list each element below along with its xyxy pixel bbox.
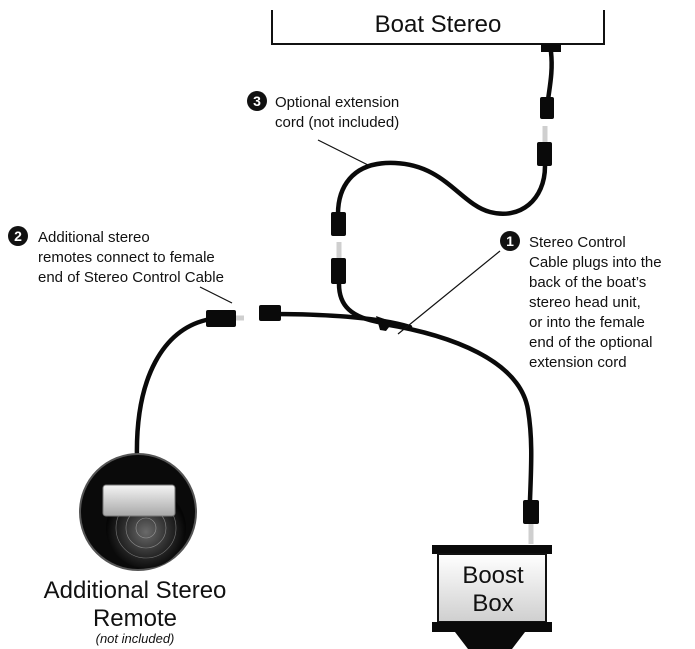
callout-3-badge xyxy=(247,91,267,111)
callout-3-line: Optional extension xyxy=(275,94,399,111)
boost-box-bottom-rail xyxy=(432,622,552,632)
callout-2-line: end of Stereo Control Cable xyxy=(38,269,224,286)
boost-box: Boost Box xyxy=(432,545,552,649)
boost-box-body xyxy=(437,553,547,623)
extension-cord-male-end xyxy=(331,212,346,236)
extension-cord xyxy=(331,142,552,258)
control-cable-male-end xyxy=(331,258,346,284)
stereo-port xyxy=(541,44,561,52)
callout-2-leader xyxy=(199,286,233,304)
boost-box-top-rail xyxy=(432,545,552,554)
stereo-pigtail-connector xyxy=(540,97,554,119)
remote-cable xyxy=(134,310,244,462)
callout-1-badge xyxy=(500,231,520,251)
callout-1-line: extension cord xyxy=(529,354,627,371)
callout-2: 2 Additional stereo remotes connect to f… xyxy=(8,226,233,304)
remote-display xyxy=(102,484,176,517)
callout-1-line: Stereo Control xyxy=(529,234,626,251)
stereo-pigtail-cable xyxy=(545,49,554,103)
boost-box-label-line2: Box xyxy=(472,590,513,617)
boost-box-base xyxy=(455,632,525,649)
callout-1-line: stereo head unit, xyxy=(529,294,641,311)
boat-stereo: Boat Stereo xyxy=(271,10,605,52)
callout-2-line: Additional stereo xyxy=(38,229,150,246)
callout-1-line: or into the female xyxy=(529,314,645,331)
callout-3-leader xyxy=(317,139,371,167)
control-cable-trunk xyxy=(381,321,534,503)
boat-stereo-outline xyxy=(271,10,605,45)
callout-2-line: remotes connect to female xyxy=(38,249,215,266)
remote-cable-connector xyxy=(206,310,236,327)
control-cable-side-branch xyxy=(266,311,413,330)
callout-1-number: 1 xyxy=(506,233,514,249)
control-cable-female-end xyxy=(259,305,281,321)
stereo-control-cable xyxy=(259,258,539,544)
callout-3-number: 3 xyxy=(253,93,261,109)
callout-3: 3 Optional extension cord (not included) xyxy=(247,91,399,167)
extension-cord-cable xyxy=(335,160,548,217)
remote-cable-wire xyxy=(134,317,209,462)
callout-1-line: back of the boat’s xyxy=(529,274,646,291)
stereo-remote: Additional Stereo Remote (not included) xyxy=(44,453,227,646)
remote-label-line2: Remote xyxy=(93,605,177,632)
callout-3-line: cord (not included) xyxy=(275,114,399,131)
callout-2-number: 2 xyxy=(14,228,22,244)
callout-2-badge xyxy=(8,226,28,246)
boost-box-label-line1: Boost xyxy=(462,562,524,589)
callout-1-line: Cable plugs into the xyxy=(529,254,662,271)
callout-1-line: end of the optional xyxy=(529,334,652,351)
remote-label-line1: Additional Stereo xyxy=(44,577,227,604)
boost-box-connector xyxy=(523,500,539,524)
boat-stereo-label: Boat Stereo xyxy=(375,11,502,38)
remote-note: (not included) xyxy=(96,631,175,646)
callout-1-leader xyxy=(397,250,501,335)
callout-1: 1 Stereo Control Cable plugs into the ba… xyxy=(397,231,662,371)
extension-cord-female-end xyxy=(537,142,552,166)
remote-dial-ring xyxy=(135,517,157,539)
